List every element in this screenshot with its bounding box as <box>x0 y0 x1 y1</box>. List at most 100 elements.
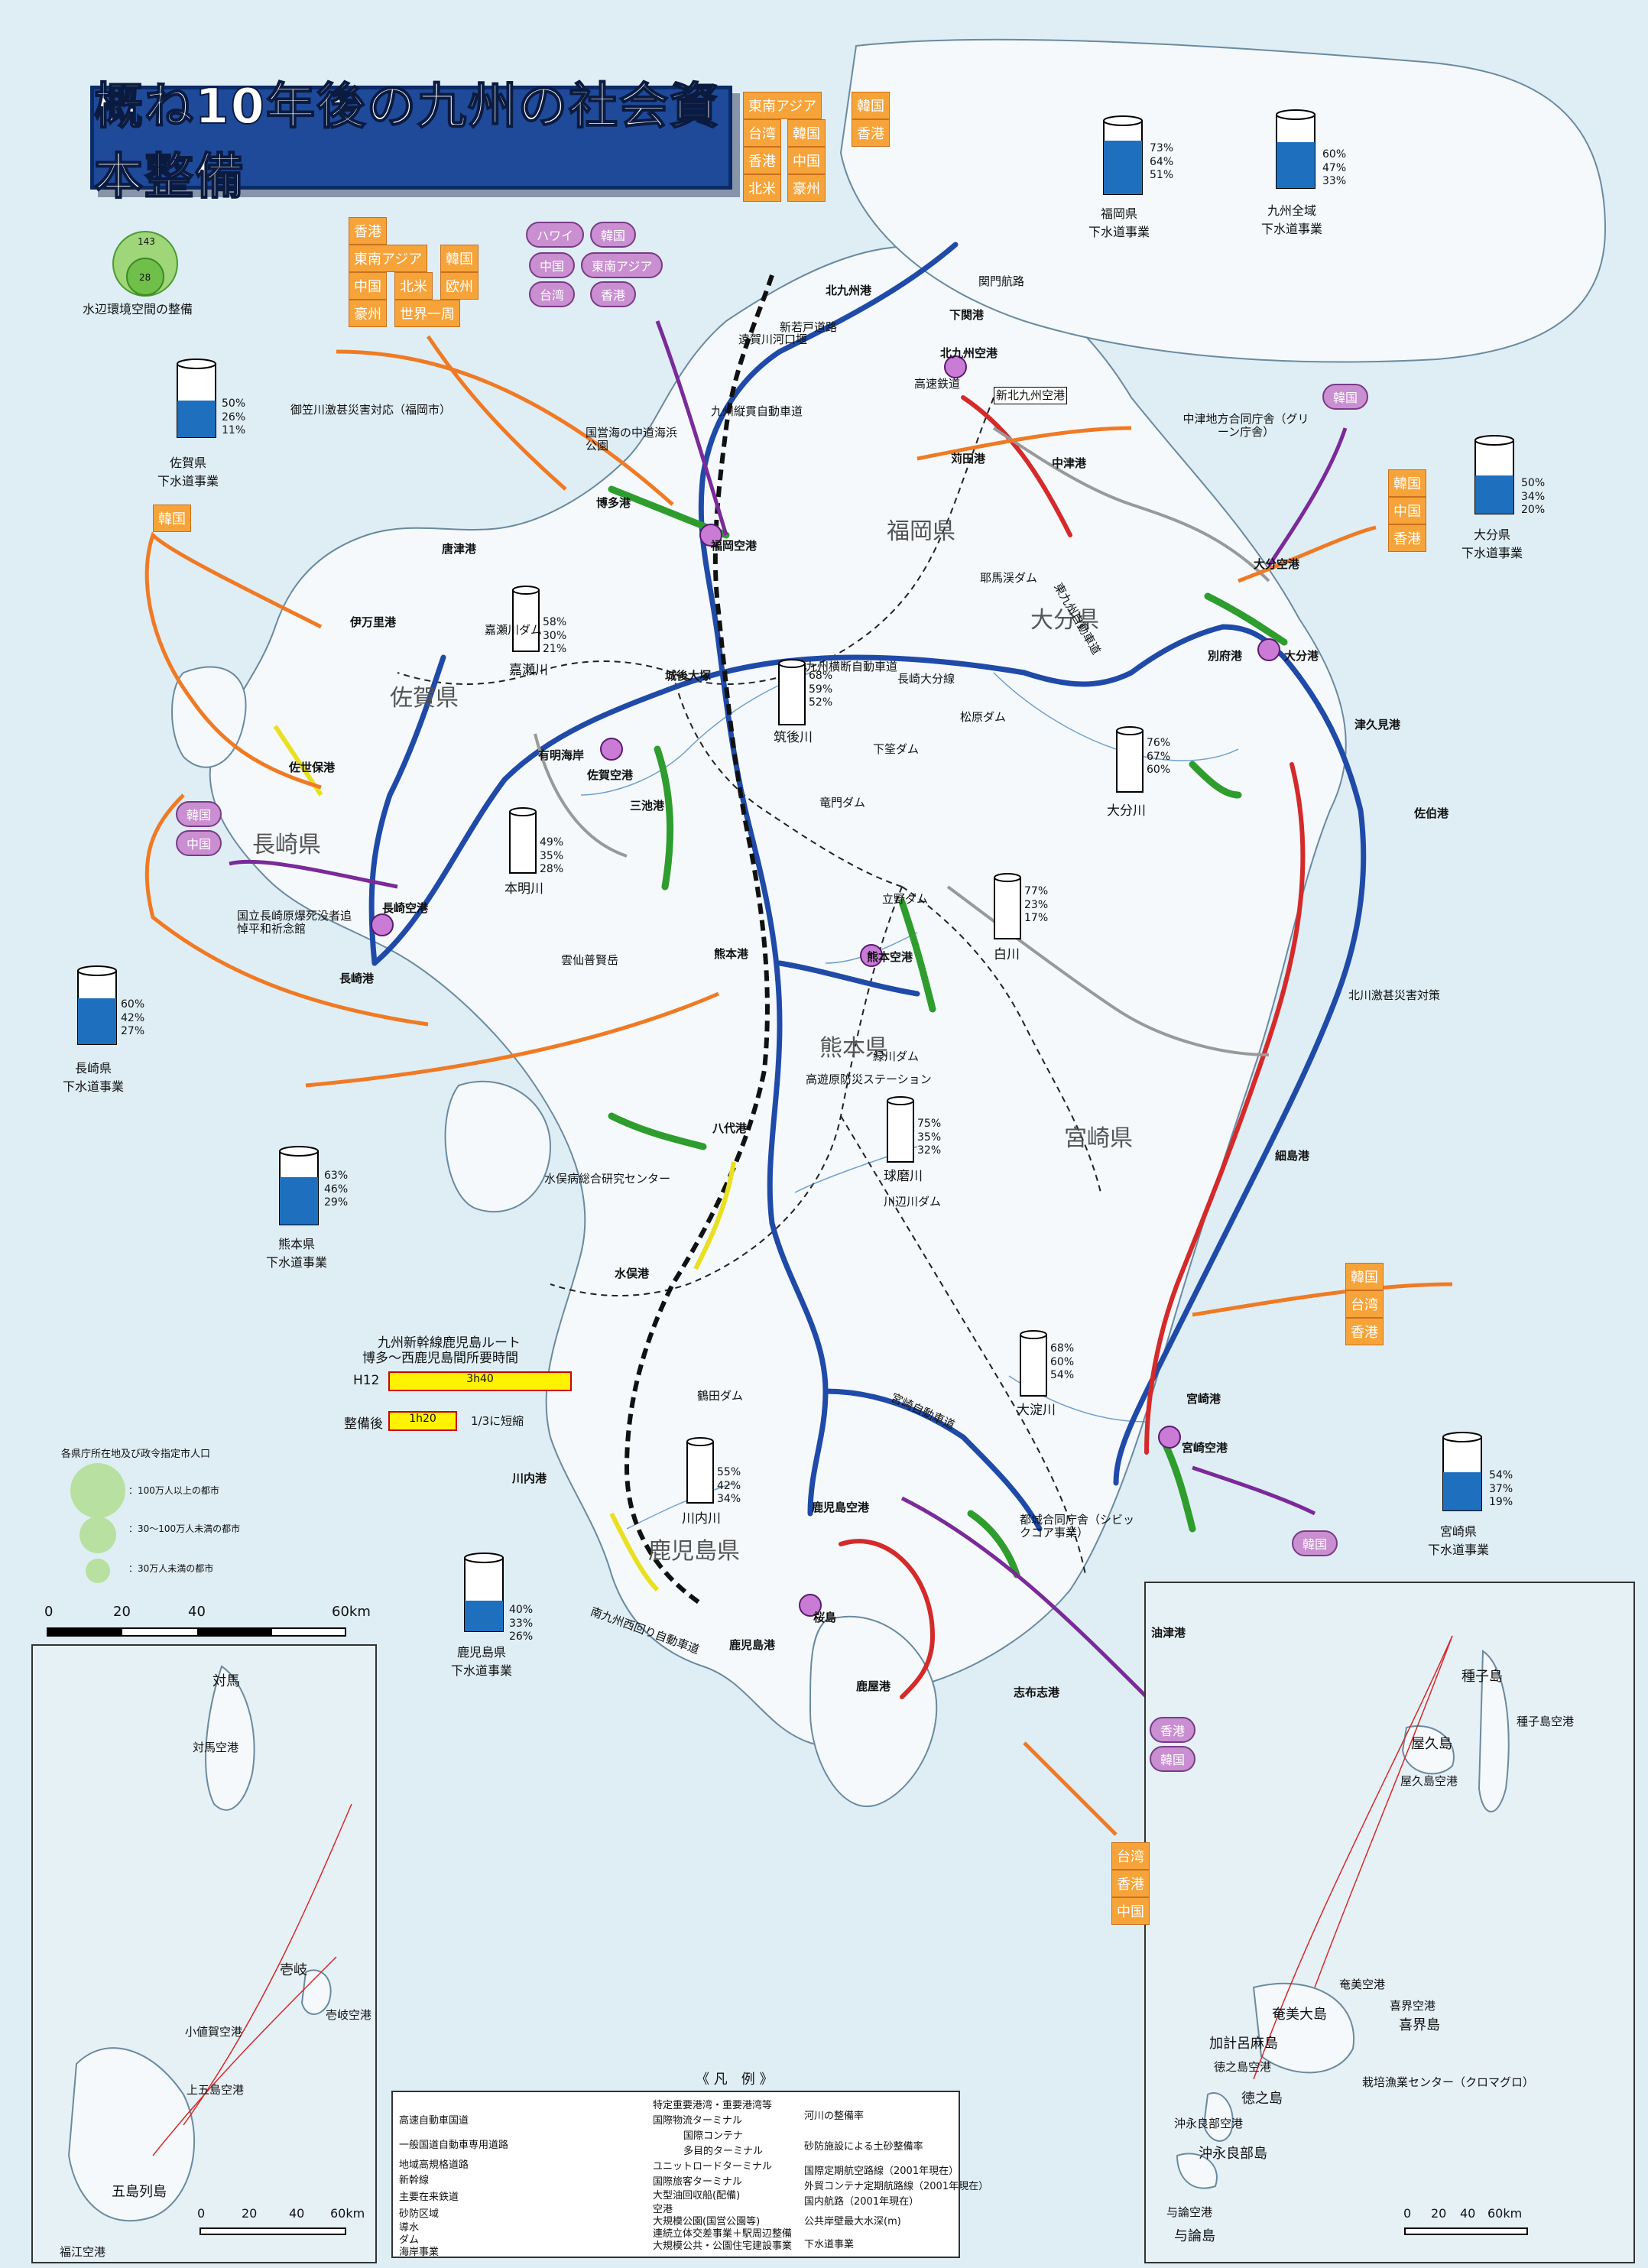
sewer-pct-kyushu: 60%47%33% <box>1322 148 1347 187</box>
inset-islands-south <box>1144 1582 1635 2263</box>
sewer-gauge-kagoshima <box>464 1553 504 1632</box>
airport-tsushima: 対馬空港 <box>193 1741 239 1754</box>
river-gauge-sendai <box>686 1437 714 1504</box>
dest-box-hk-w: 香港 <box>349 217 387 245</box>
pref-oita: 大分県 <box>1030 607 1099 634</box>
pop-circle-small <box>86 1559 110 1583</box>
legend-row-public-housing: 大規模公共・公園住宅建設事業 <box>653 2240 793 2252</box>
legend-row-unitload: ユニットロードターミナル <box>653 2161 773 2172</box>
legend-row-regional: 地域高規格道路 <box>399 2159 469 2171</box>
airport-kitakyushu: 北九州空港 <box>940 346 998 360</box>
inset2-scale-0: 0 <box>1403 2206 1412 2221</box>
water-env-v2: 28 <box>139 272 151 283</box>
place-nagasaki-oita: 長崎大分線 <box>897 672 955 686</box>
sewer-gauge-miyazaki <box>1442 1432 1482 1511</box>
port-imari: 伊万里港 <box>350 615 397 629</box>
route-row-h12-label: H12 <box>353 1373 380 1388</box>
place-jukan-exp: 九州縦貫自動車道 <box>711 404 803 418</box>
city-markers <box>371 355 1280 1617</box>
pref-kagoshima: 鹿児島県 <box>648 1538 740 1565</box>
air-oval-hk-kagoshima: 香港 <box>1150 1717 1196 1743</box>
island-tsushima: 対馬 <box>212 1673 240 1689</box>
airport-kikai: 喜界空港 <box>1390 1999 1436 2013</box>
river-label-oyodo: 大淀川 <box>1017 1403 1056 1418</box>
place-takayubaru: 高遊原防災ステーション <box>806 1072 932 1086</box>
miyazaki-expressway <box>822 1388 1043 1532</box>
container-routes <box>144 335 1453 1836</box>
sewer-pct-kagoshima: 40%33%26% <box>509 1604 534 1643</box>
goto-inset <box>67 2047 196 2222</box>
tsushima-island <box>205 1665 255 1811</box>
island-kakeroma: 加計呂麻島 <box>1209 2036 1278 2052</box>
legend-row-railway: 主要在来鉄道 <box>399 2192 459 2203</box>
dest-box-sea-w: 東南アジア <box>349 245 428 272</box>
scale-bar-fill-b <box>197 1628 272 1636</box>
dest-box-hk-s: 香港 <box>1111 1870 1150 1897</box>
air-routes <box>229 320 1348 1699</box>
place-peace-memorial: 国立長崎原爆死没者追悼平和祈念館 <box>237 909 352 936</box>
sewer-label-miyazaki: 宮崎県下水道事業 <box>1428 1524 1490 1557</box>
sewer-label-nagasaki: 長崎県下水道事業 <box>63 1061 125 1094</box>
river-gauge-shira <box>994 873 1021 939</box>
airport-amami: 奄美空港 <box>1339 1978 1386 1991</box>
island-kikai: 喜界島 <box>1399 2017 1440 2033</box>
legend-row-domestic: 国内航路（2001年現在） <box>804 2196 920 2208</box>
pop-circle-large <box>70 1463 125 1518</box>
place-ariake: 有明海岸 <box>538 748 585 762</box>
inset2-scale-60: 60km <box>1487 2206 1523 2221</box>
river-pct-kuma: 75%35%32% <box>917 1118 942 1157</box>
place-yabakei-dam: 耶馬渓ダム <box>980 571 1038 585</box>
page-title-text: 概ね10年後の九州の社会資本整備 <box>93 78 721 206</box>
place-nakatsu-office: 中津地方合同庁舎（グリーン庁舎） <box>1182 412 1309 439</box>
prefecture-borders <box>397 397 1101 1575</box>
legend-row-sewer: 下水道事業 <box>804 2239 855 2250</box>
route-row-h12-value: 3h40 <box>466 1373 494 1385</box>
port-kagoshima: 鹿児島港 <box>729 1638 776 1652</box>
dest-box-eu-w: 欧州 <box>440 272 479 300</box>
dest-box-korea: 韓国 <box>852 92 890 119</box>
inset-scale-60: 60km <box>330 2206 365 2221</box>
legend-row-coast: 海岸事業 <box>399 2247 440 2258</box>
port-sasebo: 佐世保港 <box>289 761 336 774</box>
route-note: 1/3に短縮 <box>471 1414 524 1428</box>
place-tateno-dam: 立野ダム <box>882 892 929 906</box>
route-row-h12-bar: 3h40 <box>388 1371 572 1391</box>
sewer-gauge-kumamoto <box>279 1146 319 1225</box>
dest-box-au: 豪州 <box>787 174 826 202</box>
dest-box-taiwan-s: 台湾 <box>1111 1842 1150 1870</box>
dest-box-hk-se: 香港 <box>1345 1318 1384 1345</box>
legend-row-ports: 特定重要港湾・重要港湾等 <box>653 2100 773 2111</box>
legend-row-shinkansen: 新幹線 <box>399 2175 430 2186</box>
airport-yoron: 与論空港 <box>1166 2205 1213 2219</box>
place-onga-weir: 遠賀川河口堰 <box>738 333 808 346</box>
legend-row-multi: 多目的ターミナル <box>683 2146 764 2157</box>
airport-saga: 佐賀空港 <box>587 768 634 782</box>
river-gauge-chikugo <box>778 659 806 725</box>
inset-scale-0: 0 <box>197 2206 206 2221</box>
island-amami: 奄美大島 <box>1272 2007 1327 2023</box>
island-iki: 壱岐 <box>280 1962 307 1978</box>
island-tokunoshima: 徳之島 <box>1241 2091 1283 2107</box>
place-shimouke-dam: 下筌ダム <box>873 742 920 756</box>
amami-oshima <box>1252 1982 1355 2074</box>
island-okinoerabu: 沖永良部島 <box>1199 2146 1267 2162</box>
port-shibushi: 志布志港 <box>1014 1686 1060 1699</box>
pref-nagasaki: 長崎県 <box>252 832 321 858</box>
legend-row-dam: ダム <box>399 2234 420 2246</box>
place-jogo: 城後大塚 <box>665 669 712 683</box>
air-oval-korea-kagoshima: 韓国 <box>1150 1746 1196 1772</box>
dest-box-china-s: 中国 <box>1111 1897 1150 1925</box>
route-title: 九州新幹線鹿児島ルート <box>378 1335 521 1351</box>
legend-row-air-route: 国際定期航空路線（2001年現在） <box>804 2166 959 2177</box>
port-hakata: 博多港 <box>596 496 631 510</box>
legend-row-sabo-rate: 砂防施設による土砂整備率 <box>804 2141 923 2153</box>
sewer-label-fukuoka: 福岡県下水道事業 <box>1088 206 1150 239</box>
river-pct-honmyo: 49%35%28% <box>540 836 564 875</box>
route-subtitle: 博多〜西鹿児島間所要時間 <box>362 1351 518 1366</box>
kyushu-jukan-expressway <box>698 242 959 1517</box>
pref-fukuoka: 福岡県 <box>887 518 955 545</box>
pref-saga: 佐賀県 <box>390 685 459 712</box>
port-kanoya: 鹿屋港 <box>856 1679 891 1693</box>
inset-scale-40: 40 <box>289 2206 305 2221</box>
inset-scale-20: 20 <box>242 2206 258 2221</box>
